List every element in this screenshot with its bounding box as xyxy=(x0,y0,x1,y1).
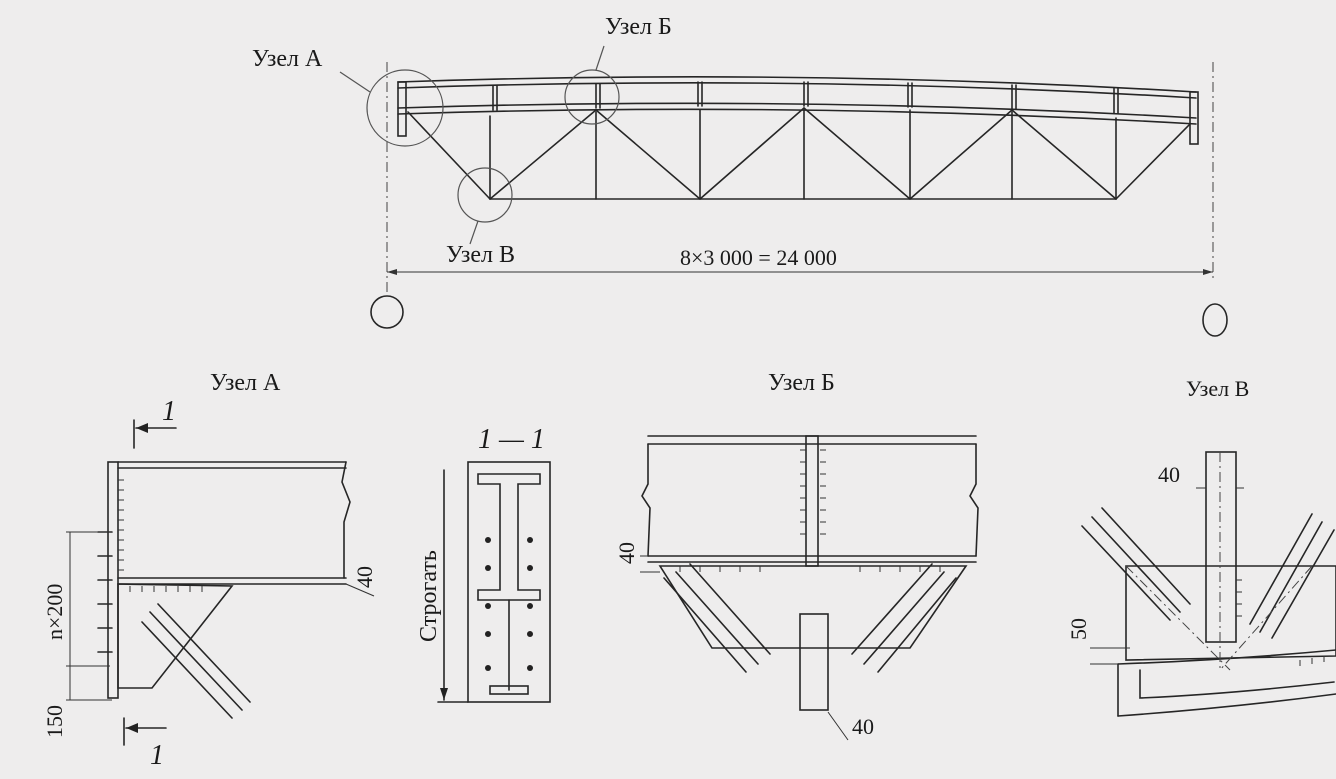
dim-text-gap: 40 xyxy=(352,566,377,588)
section-1-1: 1 — 1 Строгать xyxy=(416,424,551,703)
detail-node-v: Узел В 40 50 xyxy=(1066,376,1336,717)
leader-node-a xyxy=(339,71,371,93)
diagonal-right xyxy=(851,563,957,673)
center-stiffener xyxy=(805,435,819,567)
cut-mark-bottom-label: 1 xyxy=(150,740,164,771)
bottom-chord-inner xyxy=(1139,669,1335,699)
diagonal-left-v xyxy=(1081,507,1191,621)
i-section xyxy=(477,473,541,601)
top-chord-lower-2 xyxy=(397,108,1197,125)
dim-text-v-left: 50 xyxy=(1066,618,1091,640)
dim-text-bottom: 150 xyxy=(42,705,67,738)
vertical-member xyxy=(799,613,829,711)
gusset-plate xyxy=(117,583,234,689)
section-plate xyxy=(467,461,551,703)
bottom-chord-v xyxy=(1117,649,1336,717)
title-node-a-detail: Узел А xyxy=(210,370,281,396)
diagonal-brace xyxy=(141,603,251,719)
label-node-b: Узел Б xyxy=(605,14,672,40)
end-post-left xyxy=(397,81,407,137)
dim-text-b-left: 40 xyxy=(614,542,639,564)
planing-note: Строгать xyxy=(416,550,442,642)
axis-bubble-right xyxy=(1202,303,1228,337)
web-members xyxy=(407,107,1191,200)
top-chord-lower xyxy=(397,102,1197,119)
gusset-plate-b xyxy=(658,565,968,649)
cut-mark-top-label: 1 xyxy=(162,396,176,427)
truss-elevation: Узел А Узел Б Узел В 8×3 000 = 24 000 xyxy=(252,14,1228,337)
section-bolts xyxy=(485,537,533,671)
dim-text-pitch: n×200 xyxy=(42,584,67,640)
axis-bubble-left xyxy=(370,295,404,329)
label-node-a: Узел А xyxy=(252,46,323,72)
top-chord-upper-2 xyxy=(397,82,1197,99)
weld-hatch-a xyxy=(118,479,203,592)
detail-node-a: Узел А 1 1 xyxy=(42,370,377,771)
label-node-v: Узел В xyxy=(446,242,515,268)
callout-circle-node-b xyxy=(564,69,620,125)
leader-node-v xyxy=(469,220,479,245)
section-base xyxy=(489,685,529,695)
vertical-member-v xyxy=(1205,451,1237,643)
dim-arrow-left xyxy=(387,269,397,275)
leader-node-b xyxy=(595,45,605,71)
diagonal-left xyxy=(663,563,771,673)
title-node-v-detail: Узел В xyxy=(1186,376,1249,401)
break-right xyxy=(969,443,979,557)
end-post-right xyxy=(1189,91,1199,145)
break-left xyxy=(641,443,651,557)
dim-text-v-top: 40 xyxy=(1158,462,1180,487)
diagonal-right-v xyxy=(1249,513,1335,639)
top-chord-upper xyxy=(397,76,1197,93)
weld-hatch-v xyxy=(1236,579,1325,666)
dim-arrow-right xyxy=(1203,269,1213,275)
weld-hatch-b xyxy=(679,449,941,572)
dim-text-b-bottom: 40 xyxy=(852,714,874,739)
callout-circle-node-a xyxy=(366,69,444,147)
break-line xyxy=(341,461,351,579)
span-dimension-text: 8×3 000 = 24 000 xyxy=(680,245,837,270)
title-node-b-detail: Узел Б xyxy=(768,370,835,396)
callout-circle-node-v xyxy=(457,167,513,223)
bolt-ticks xyxy=(97,531,113,653)
gusset-plate-v xyxy=(1125,565,1336,661)
detail-node-b: Узел Б xyxy=(614,370,979,741)
top-chord-stiffeners xyxy=(492,81,1119,114)
section-title: 1 — 1 xyxy=(478,424,545,455)
